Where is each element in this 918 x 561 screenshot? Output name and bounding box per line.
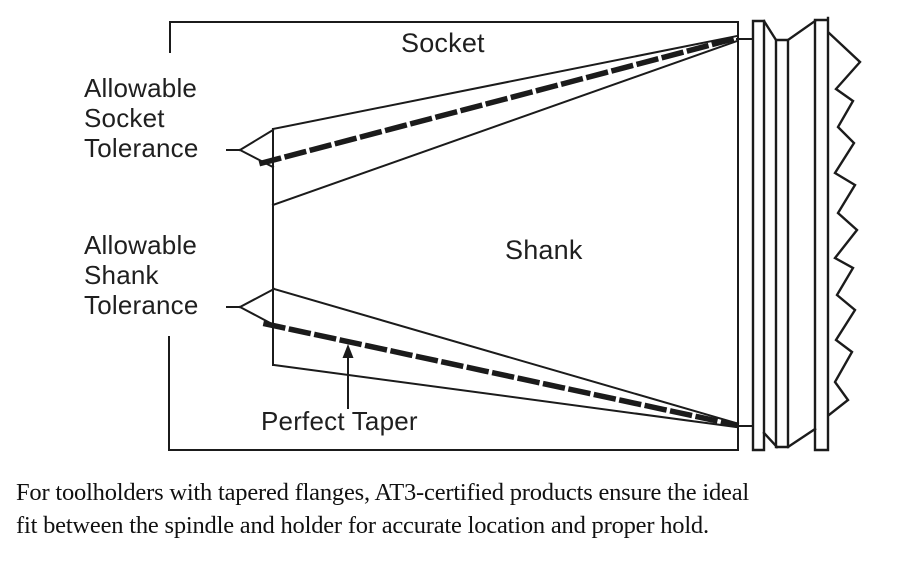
upper-tolerance-line xyxy=(271,34,739,131)
shank-label: Shank xyxy=(505,235,583,265)
arrowhead-up-icon xyxy=(342,344,354,358)
flange-groove xyxy=(774,38,790,449)
flange-chamfer-top-right xyxy=(786,19,817,42)
figure-caption: For toolholders with tapered flanges, AT… xyxy=(16,479,749,539)
flange xyxy=(751,16,862,452)
shank-bottom-edge xyxy=(272,363,738,429)
socket-outline xyxy=(168,21,739,451)
perfect-taper-arrow xyxy=(342,344,354,409)
perfect-taper-label: Perfect Taper xyxy=(261,406,418,436)
upper-perfect-taper-dashed-line xyxy=(258,34,741,167)
taper-diagram xyxy=(168,16,862,452)
allowable-socket-tolerance-label: Allowable Socket Tolerance xyxy=(84,73,199,163)
flange-chamfer-top-left xyxy=(762,19,778,42)
flange-band-1 xyxy=(751,19,766,452)
socket-label: Socket xyxy=(401,28,485,58)
socket-tolerance-pointer xyxy=(226,128,275,169)
gauge-line-connectors xyxy=(735,38,754,427)
lower-tolerance-line xyxy=(272,287,738,425)
flange-band-2 xyxy=(813,16,830,452)
shank-tolerance-pointer xyxy=(226,287,276,327)
flange-chamfer-bottom-left xyxy=(762,431,779,449)
diagram-linework xyxy=(168,16,862,452)
flange-chamfer-bottom-right xyxy=(786,427,817,449)
allowable-shank-tolerance-label: Allowable Shank Tolerance xyxy=(84,230,199,320)
break-line-zigzag xyxy=(827,31,862,417)
shank-top-edge xyxy=(271,39,739,207)
lower-perfect-taper-dashed-line xyxy=(262,320,740,429)
